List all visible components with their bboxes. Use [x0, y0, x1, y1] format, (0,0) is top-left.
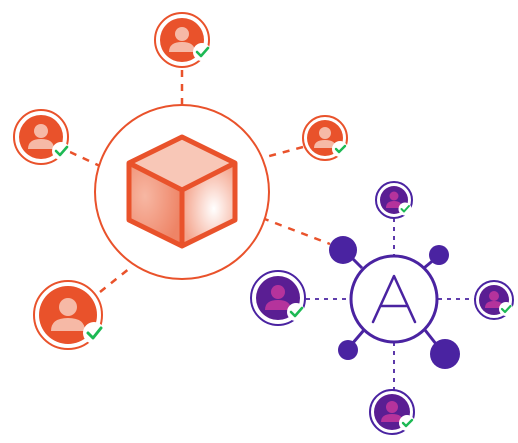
connector-right [261, 145, 304, 160]
check-badge-icon [52, 142, 70, 160]
orange-user-right[interactable] [302, 115, 348, 161]
check-badge-icon [287, 303, 305, 321]
check-badge-icon [499, 302, 513, 316]
a-hub-ring [349, 254, 439, 344]
connector-bottom-left [99, 267, 131, 293]
check-badge-icon [399, 415, 415, 431]
node-top-right [429, 245, 449, 265]
purple-user-top[interactable] [375, 181, 413, 219]
orange-user-left[interactable] [13, 109, 70, 165]
check-badge-icon [83, 322, 105, 344]
orange-connectors [69, 70, 331, 293]
purple-connectors [306, 218, 478, 390]
orange-user-top[interactable] [154, 12, 211, 68]
letter-a-icon [371, 274, 417, 324]
purple-user-bottom[interactable] [369, 389, 415, 435]
purple-nodes [329, 236, 460, 369]
purple-user-right[interactable] [474, 280, 514, 320]
check-badge-icon [193, 43, 211, 61]
connector-left [69, 150, 101, 168]
connector-to-a-hub [261, 216, 331, 246]
node-top-left [329, 236, 357, 264]
cube-icon [126, 134, 238, 249]
cube-hub[interactable] [94, 104, 270, 280]
node-bottom-right [430, 339, 460, 369]
orange-user-bottom-left[interactable] [33, 280, 105, 350]
node-bottom-left [338, 340, 358, 360]
check-badge-icon [332, 141, 348, 157]
a-hub[interactable] [349, 254, 439, 344]
purple-user-left[interactable] [250, 270, 306, 326]
check-badge-icon [398, 202, 412, 216]
